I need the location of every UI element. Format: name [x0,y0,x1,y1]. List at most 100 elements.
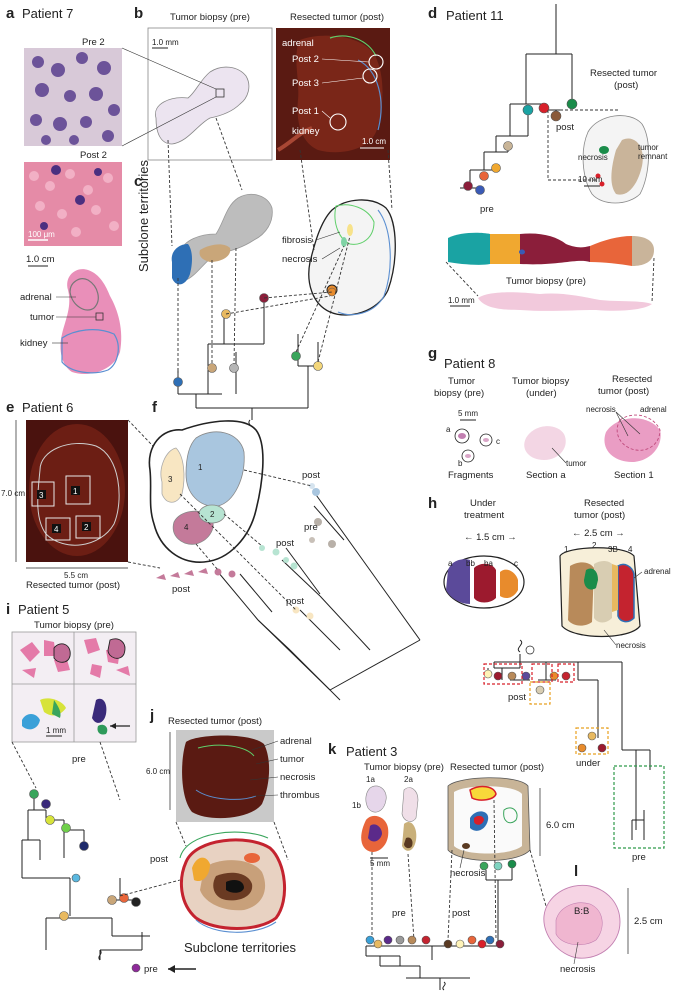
d-biopsy-band [448,232,654,266]
h-label-ba: ba [484,559,493,568]
k-biopsy-2a [401,787,419,822]
f-region-2 [198,504,226,524]
k-node-brown [407,935,417,945]
c-fibrosis-label: fibrosis [282,235,312,246]
h-box-orange1 [529,681,551,705]
f-region-3 [160,447,185,503]
k-pre: pre [392,908,406,919]
a-adrenal-label: adrenal [20,292,52,303]
h-node-maroon [493,671,503,681]
i-node-gold [59,911,69,921]
a-tissue-section [60,269,122,374]
panel-e: e Patient 6 1 2 3 4 7.0 cm 5.5 cm Resect… [1,399,177,591]
g-section-a: Section a [526,470,566,481]
i-outlined-frag1 [53,643,71,663]
i-node-orange [119,893,129,903]
d-node-red [538,102,550,114]
j-height: 6.0 cm [146,767,170,776]
panel-a-title: Patient 7 [22,6,73,21]
g-col2-b: (under) [526,388,557,399]
panel-l-letter: l [574,863,578,880]
g-section1: Section 1 [614,470,654,481]
i-pre-top: pre [72,754,86,765]
f-post-b: post [276,538,294,549]
pre2-label: Pre 2 [82,37,105,48]
b-ureter [276,126,313,152]
b-biopsy-tissue [155,66,250,145]
h-adrenal: adrenal [644,567,671,576]
d-remnant-green [599,146,609,154]
k-node-teal [493,861,503,871]
h-width2: ← 2.5 cm → [572,528,625,539]
i-node-purple [131,963,141,973]
h-col2-b: tumor (post) [574,510,625,521]
k-node-green [479,861,489,871]
post2-label: Post 2 [80,150,107,161]
f-post-c: post [286,596,304,607]
h-label-bb: bb [466,559,475,568]
l-necrosis: necrosis [560,964,596,975]
g-col2-a: Tumor biopsy [512,376,569,387]
j-territory-black [226,880,244,893]
a-scale-text: 1.0 cm [26,254,55,265]
e-region-3: 3 [39,491,44,500]
panel-i: i Patient 5 Tumor biopsy (pre) 1 mm pre [6,601,196,975]
k-node-lightblue [365,935,375,945]
f-region-2-label: 2 [210,510,215,519]
i-node-lime [61,823,71,833]
b-roi-box [215,88,225,98]
c-yellow-territory [347,224,353,236]
panel-e-letter: e [6,399,14,416]
c-node-gray [229,363,239,373]
h-node-orange2 [577,743,587,753]
j-post: post [150,854,168,865]
h-necrosis: necrosis [616,641,646,650]
h-col2-a: Resected [584,498,624,509]
panel-i-title: Patient 5 [18,602,69,617]
d-node-brown [550,110,562,122]
k-label-1b: 1b [352,801,361,810]
e-region-boxes [31,475,101,541]
g-col3-b: tumor (post) [598,386,649,397]
g-tumor-label: tumor [566,459,587,468]
h-box-green [613,765,665,849]
l-region: B:B [574,906,589,917]
i-arrow-top [110,723,116,729]
a-kidney-label: kidney [20,338,48,349]
post2-scale-text: 100 μm [28,230,55,239]
k-region-yellow [469,785,497,801]
subclone-territories-label: Subclone territories [136,160,151,272]
i-arrow-bottom [168,965,175,973]
j-adrenal: adrenal [280,736,312,747]
j-necrosis: necrosis [280,772,316,783]
i-clone-lightblue [22,714,40,730]
c-necrosis-label: necrosis [282,254,318,265]
j-thrombus: thrombus [280,790,320,801]
h-green-core [584,568,598,590]
e-outline [37,442,120,546]
j-territory-orange [192,857,210,882]
g-label-a: a [446,425,451,434]
k-scale: 5 mm [370,859,390,868]
e-region-4: 4 [54,525,59,534]
i-node-darkblue [79,841,89,851]
panel-h-letter: h [428,495,437,512]
d-resected-title-2: (post) [614,80,638,91]
c-green-territory [341,237,347,247]
h-node-purple [521,671,531,681]
f-post-d: post [172,584,190,595]
h-nodes [483,669,607,753]
panel-f: f 1 2 3 4 post pre [148,399,421,701]
h-node-brown [507,671,517,681]
c-fibrosis-outline [334,204,375,245]
a-roi-box [95,312,104,321]
h-col1-a: Under [470,498,496,509]
k-node-blue [485,935,495,945]
panel-g-letter: g [428,345,437,362]
panel-j-letter: j [149,707,154,724]
panel-c: c Subclone territories fibrosis necrosis [134,117,396,431]
d-node-orange [479,171,489,181]
h-region-4 [617,563,635,623]
h-label-r3b: 3B [608,545,618,554]
